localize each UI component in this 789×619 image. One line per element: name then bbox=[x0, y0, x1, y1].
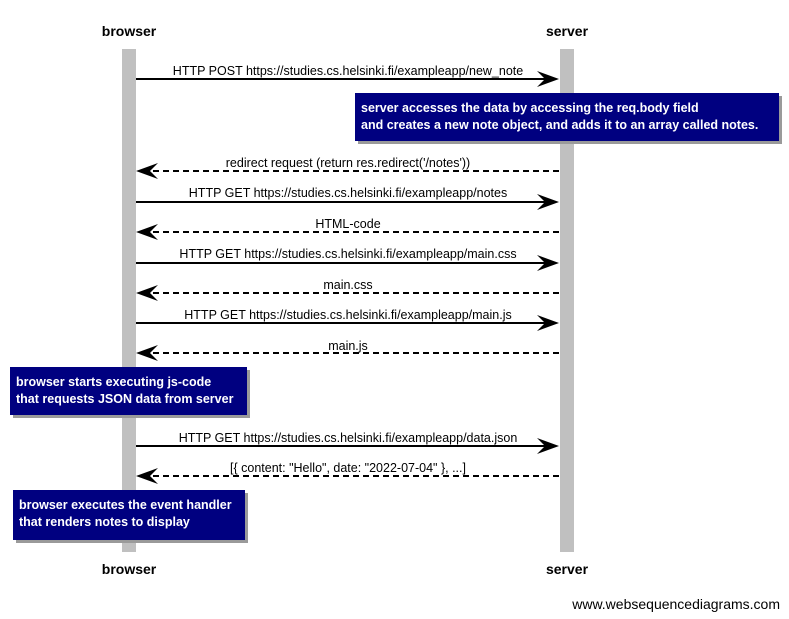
message-label-get-main-css: HTTP GET https://studies.cs.helsinki.fi/… bbox=[179, 247, 517, 261]
participant-browser-top: browser bbox=[101, 23, 157, 39]
arrowhead-icon bbox=[136, 345, 158, 361]
arrowhead-icon bbox=[136, 285, 158, 301]
note-line: that renders notes to display bbox=[19, 515, 190, 529]
message-label-main-js: main.js bbox=[328, 339, 368, 353]
note-line: that requests JSON data from server bbox=[16, 392, 234, 406]
note-line: and creates a new note object, and adds … bbox=[361, 118, 759, 132]
participant-server-top: server bbox=[545, 23, 589, 39]
participant-server-bottom: server bbox=[545, 561, 589, 577]
message-label-get-data-json: HTTP GET https://studies.cs.helsinki.fi/… bbox=[178, 431, 518, 445]
arrowhead-icon bbox=[537, 255, 559, 271]
arrowhead-icon bbox=[537, 315, 559, 331]
participant-browser-bottom: browser bbox=[101, 561, 157, 577]
message-label-redirect: redirect request (return res.redirect('/… bbox=[225, 156, 471, 170]
watermark-link: www.websequencediagrams.com bbox=[572, 596, 780, 612]
note-line: browser executes the event handler bbox=[19, 498, 232, 512]
message-label-main-css: main.css bbox=[323, 278, 373, 292]
note-browser-renders-notes: browser executes the event handler that … bbox=[13, 490, 245, 540]
note-server-creates-note: server accesses the data by accessing th… bbox=[355, 93, 779, 141]
message-label-get-main-js: HTTP GET https://studies.cs.helsinki.fi/… bbox=[184, 308, 512, 322]
lifeline-server bbox=[560, 49, 574, 552]
lifeline-browser bbox=[122, 49, 136, 552]
arrowhead-icon bbox=[136, 163, 158, 179]
arrowhead-icon bbox=[537, 71, 559, 87]
note-line: browser starts executing js-code bbox=[16, 375, 212, 389]
arrowhead-icon bbox=[136, 468, 158, 484]
note-browser-executes-js: browser starts executing js-code that re… bbox=[10, 367, 247, 415]
message-label-html-code: HTML-code bbox=[315, 217, 381, 231]
note-line: server accesses the data by accessing th… bbox=[361, 101, 699, 115]
arrowhead-icon bbox=[537, 194, 559, 210]
message-label-json-response: [{ content: "Hello", date: "2022-07-04" … bbox=[230, 461, 466, 475]
message-label-get-notes: HTTP GET https://studies.cs.helsinki.fi/… bbox=[188, 186, 508, 200]
arrowhead-icon bbox=[136, 224, 158, 240]
arrowhead-icon bbox=[537, 438, 559, 454]
message-label-post-new-note: HTTP POST https://studies.cs.helsinki.fi… bbox=[172, 64, 524, 78]
